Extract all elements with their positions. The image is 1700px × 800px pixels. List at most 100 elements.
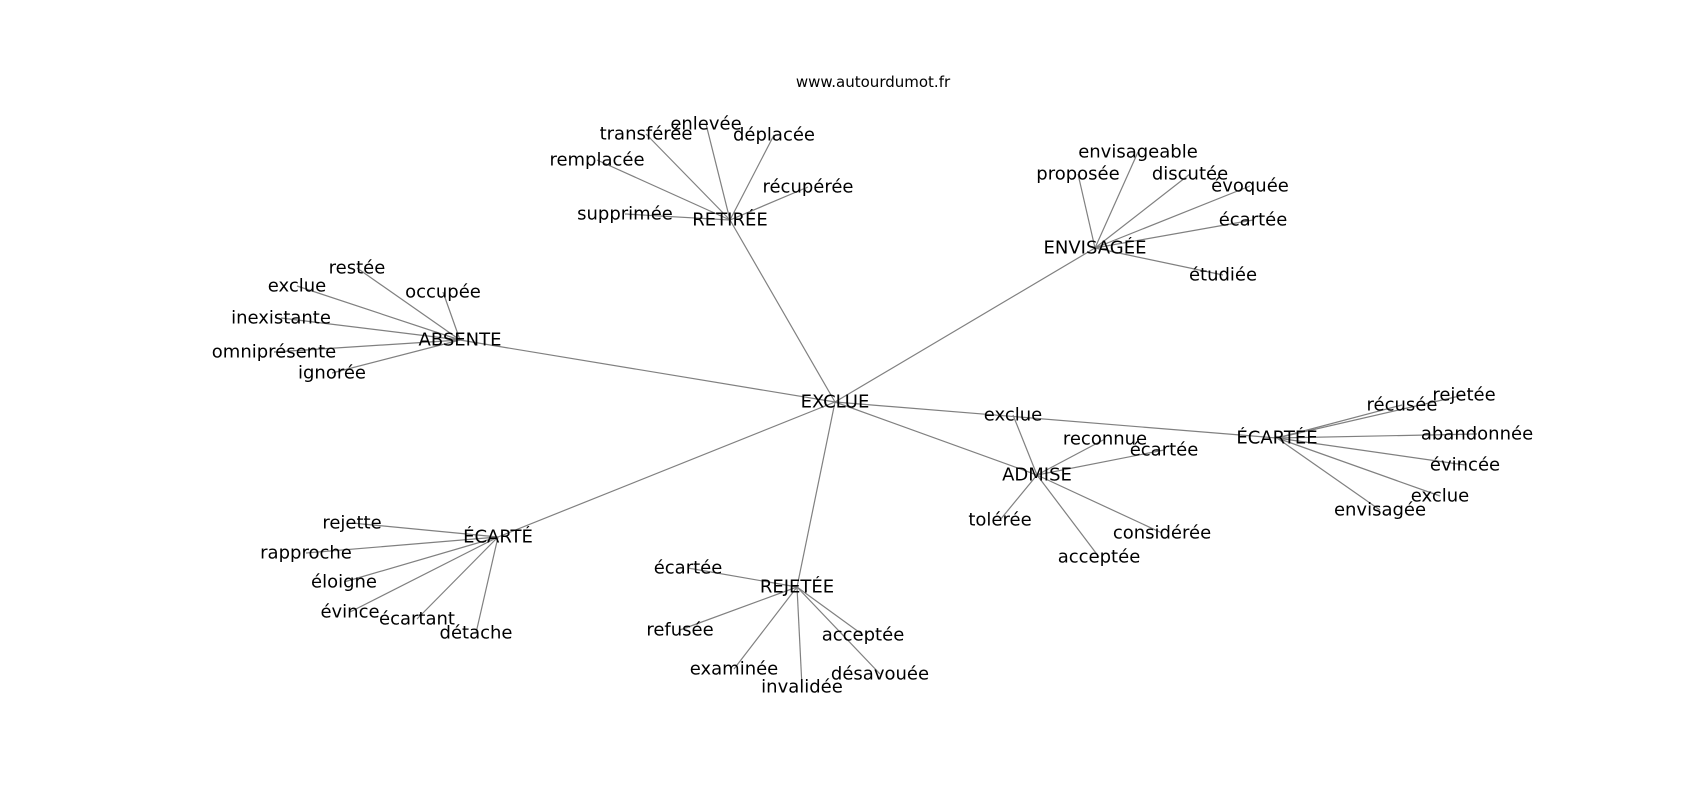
- leaf-node-label: omniprésente: [212, 342, 336, 363]
- center-hub-edge: [796, 401, 836, 588]
- center-hub-edge: [834, 401, 1278, 439]
- hub-leaf-edge: [1012, 414, 1038, 476]
- hub-leaf-edge: [1276, 433, 1478, 439]
- leaf-node-label: occupée: [405, 282, 481, 303]
- leaf-node-label: envisagée: [1334, 500, 1426, 521]
- hub-node-label: REJETÉE: [760, 576, 834, 598]
- graph-edges: [273, 123, 1478, 688]
- leaf-node-label: supprimée: [577, 204, 673, 225]
- hub-leaf-edge: [596, 159, 731, 221]
- leaf-node-label: discutée: [1152, 164, 1228, 185]
- hub-leaf-edge: [1036, 474, 1100, 558]
- hub-node-label: ADMISE: [1002, 465, 1072, 486]
- hub-leaf-edge: [796, 586, 803, 688]
- hub-leaf-edge: [1276, 437, 1441, 497]
- leaf-node-label: étudiée: [1189, 265, 1257, 286]
- hub-leaf-edge: [280, 317, 461, 341]
- hub-leaf-edge: [305, 536, 499, 554]
- leaf-node-label: inexistante: [231, 308, 331, 329]
- hub-leaf-edge: [1094, 247, 1224, 276]
- hub-leaf-edge: [296, 285, 461, 341]
- leaf-node-label: rejetée: [1432, 385, 1495, 406]
- hub-leaf-edge: [999, 474, 1038, 521]
- leaf-node-label: écartée: [654, 558, 723, 579]
- center-hub-edge: [459, 339, 836, 403]
- leaf-node-label: proposée: [1036, 164, 1119, 185]
- hub-leaf-edge: [416, 536, 499, 620]
- leaf-node-label: enlevée: [670, 114, 741, 135]
- leaf-node-label: tolérée: [968, 510, 1031, 531]
- hub-leaf-edge: [1276, 404, 1403, 439]
- hub-node-label: ABSENTE: [419, 330, 502, 351]
- leaf-node-label: envisageable: [1078, 142, 1198, 163]
- hub-leaf-edge: [1276, 437, 1381, 511]
- leaf-node-label: écartant: [379, 609, 455, 630]
- leaf-node-label: évince: [320, 602, 379, 623]
- leaf-node-label: exclue: [984, 405, 1042, 426]
- leaf-node-label: restée: [329, 258, 386, 279]
- hub-leaf-edge: [1036, 449, 1165, 476]
- leaf-node-label: acceptée: [1058, 547, 1141, 568]
- center-node-label: EXCLUE: [801, 392, 870, 413]
- hub-leaf-edge: [475, 536, 499, 634]
- leaf-node-label: déplacée: [733, 125, 815, 146]
- leaf-node-label: écartée: [1219, 210, 1288, 231]
- hub-node-label: ÉCARTÉE: [1236, 427, 1317, 449]
- leaf-node-label: reconnue: [1063, 429, 1147, 450]
- leaf-node-label: exclue: [268, 276, 326, 297]
- leaf-node-label: abandonnée: [1421, 424, 1533, 445]
- hub-node-label: RETIRÉE: [692, 209, 767, 231]
- hub-leaf-edge: [729, 186, 809, 221]
- leaf-node-label: transférée: [600, 124, 693, 145]
- hub-node-label: ÉCARTÉ: [463, 526, 533, 548]
- hub-leaf-edge: [349, 536, 499, 613]
- center-hub-edge: [497, 401, 836, 538]
- hub-leaf-edge: [705, 123, 731, 221]
- hub-leaf-edge: [679, 586, 798, 631]
- leaf-node-label: rapproche: [260, 543, 352, 564]
- leaf-node-label: ignorée: [298, 363, 366, 384]
- center-hub-edge: [729, 219, 836, 403]
- hub-leaf-edge: [1077, 173, 1096, 249]
- hub-leaf-edge: [351, 522, 499, 538]
- leaf-node-label: exclue: [1411, 486, 1469, 507]
- leaf-node-label: évincée: [1430, 455, 1500, 476]
- hub-leaf-edge: [1276, 437, 1466, 466]
- center-hub-edge: [834, 401, 1038, 476]
- hub-leaf-edge: [442, 291, 461, 341]
- hub-leaf-edge: [356, 267, 461, 341]
- leaf-node-label: invalidée: [761, 677, 843, 698]
- leaf-node-label: récupérée: [762, 177, 853, 198]
- leaf-node-label: remplacée: [549, 150, 644, 171]
- leaf-node-label: considérée: [1113, 523, 1211, 544]
- leaf-node-label: examinée: [690, 659, 779, 680]
- hub-leaf-edge: [796, 586, 864, 636]
- hub-leaf-edge: [645, 133, 731, 221]
- leaf-node-label: récusée: [1367, 395, 1438, 416]
- leaf-node-label: détache: [440, 623, 513, 644]
- leaf-node-label: rejette: [322, 513, 381, 534]
- source-label: www.autourdumot.fr: [796, 73, 951, 91]
- hub-leaf-edge: [343, 536, 499, 583]
- hub-leaf-edge: [1036, 438, 1106, 476]
- hub-leaf-edge: [796, 586, 881, 675]
- leaf-node-label: désavouée: [831, 664, 929, 685]
- leaf-node-label: écartée: [1130, 440, 1199, 461]
- hub-leaf-edge: [624, 213, 731, 221]
- leaf-node-label: refusée: [646, 620, 713, 641]
- hub-leaf-edge: [1094, 185, 1251, 249]
- hub-leaf-edge: [729, 134, 775, 221]
- hub-leaf-edge: [273, 339, 461, 353]
- hub-leaf-edge: [331, 339, 461, 374]
- leaf-node-label: acceptée: [822, 625, 905, 646]
- hub-leaf-edge: [733, 586, 798, 670]
- hub-leaf-edge: [1094, 151, 1139, 249]
- hub-leaf-edge: [1036, 474, 1163, 534]
- hub-leaf-edge: [1094, 173, 1191, 249]
- center-hub-edge: [834, 247, 1096, 403]
- hub-node-label: ENVISAGÉE: [1044, 237, 1147, 259]
- hub-leaf-edge: [1276, 394, 1465, 439]
- leaf-node-label: évoquée: [1211, 176, 1289, 197]
